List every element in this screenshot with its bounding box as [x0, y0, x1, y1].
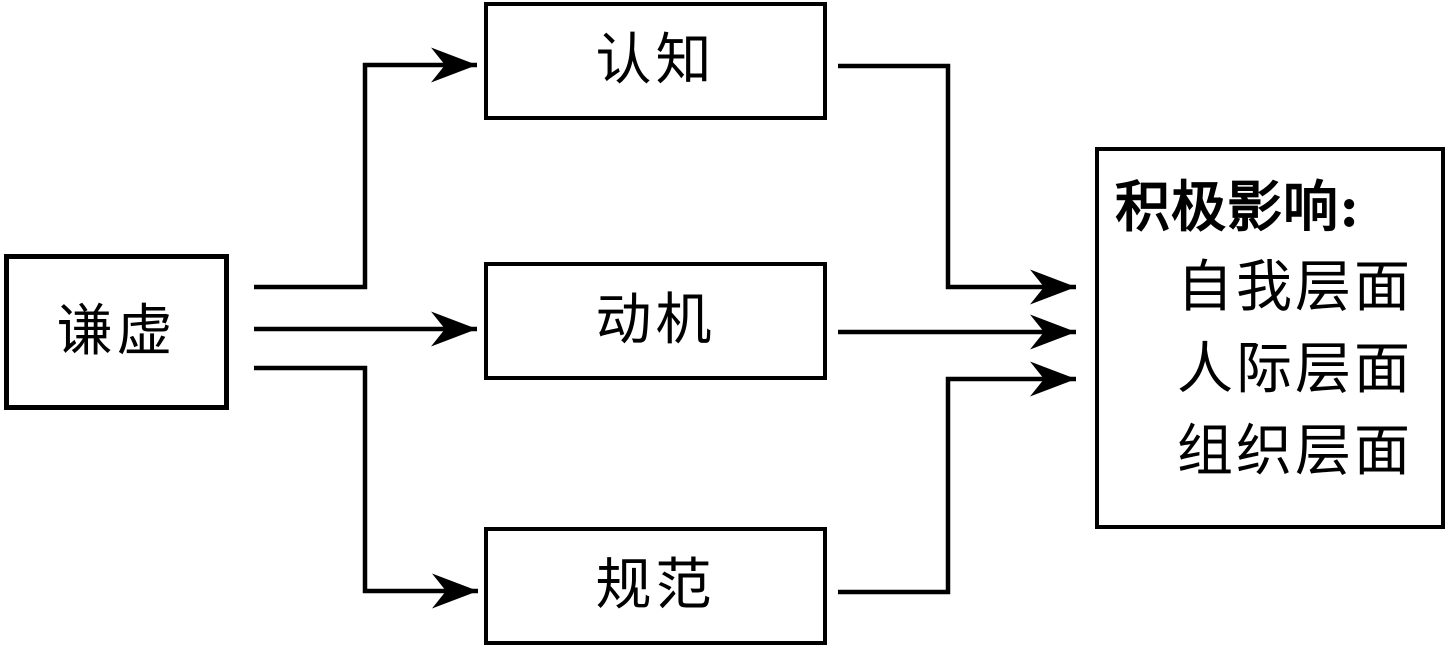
impact-item-interpersonal: 人际层面	[1177, 337, 1413, 402]
arrow-cognition-to-impact	[838, 63, 1076, 305]
arrow-humility-to-norms	[254, 365, 478, 609]
impact-box: 积极影响: 自我层面 人际层面 组织层面	[1095, 147, 1445, 529]
motivation-box: 动机	[484, 262, 827, 380]
impact-item-organizational: 组织层面	[1177, 419, 1413, 484]
arrow-humility-to-cognition	[254, 47, 477, 290]
norms-label: 规范	[595, 553, 716, 618]
impact-item-self: 自我层面	[1177, 255, 1413, 320]
arrow-norms-to-impact	[838, 361, 1076, 595]
humility-label: 谦虚	[56, 299, 177, 364]
cognition-box: 认知	[484, 2, 827, 120]
cognition-label: 认知	[595, 28, 716, 93]
motivation-label: 动机	[595, 288, 716, 353]
humility-box: 谦虚	[4, 254, 229, 410]
norms-box: 规范	[484, 527, 827, 645]
impact-title: 积极影响:	[1115, 174, 1361, 239]
